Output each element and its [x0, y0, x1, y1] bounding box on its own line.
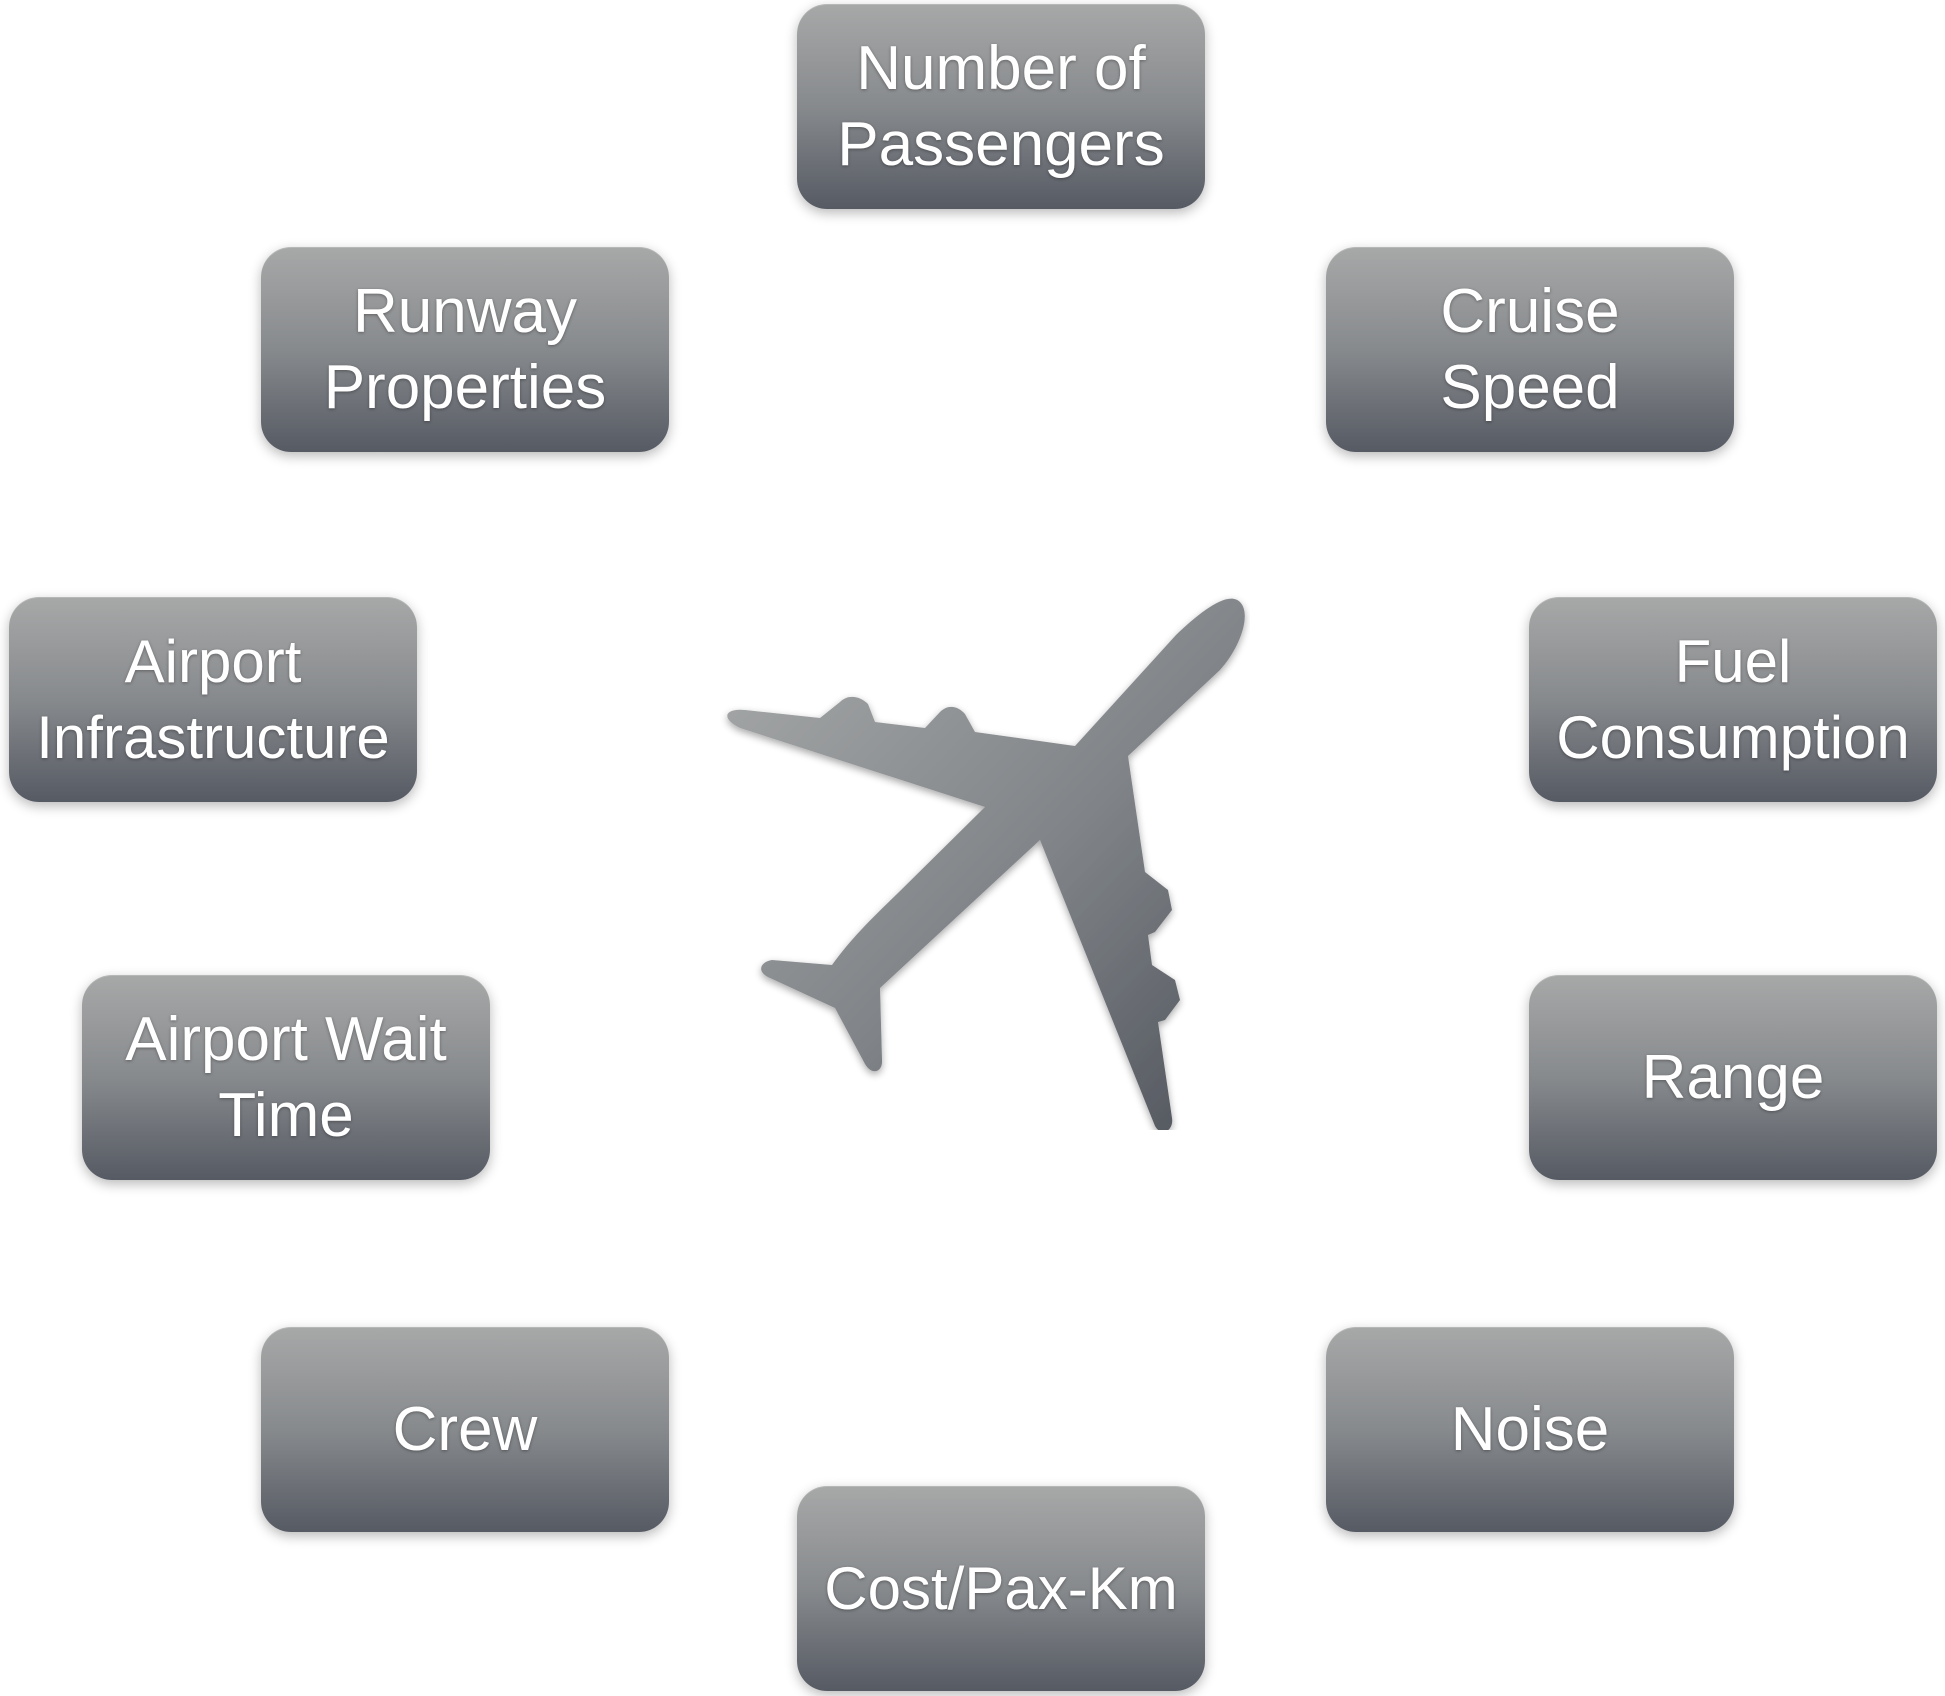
node-label: Crew [392, 1394, 538, 1464]
node-label: Cruise Speed [1440, 276, 1620, 422]
node-label: Fuel Consumption [1556, 627, 1910, 771]
node-number-of-passengers: Number of Passengers [797, 4, 1205, 209]
node-cost-per-pax-km: Cost/Pax-Km [797, 1486, 1205, 1691]
node-label: Range [1641, 1042, 1825, 1112]
node-fuel-consumption: Fuel Consumption [1529, 597, 1937, 802]
airplane-icon [727, 598, 1245, 1130]
node-crew: Crew [261, 1327, 669, 1532]
node-label: Airport Wait Time [125, 1004, 447, 1150]
node-airport-wait-time: Airport Wait Time [82, 975, 490, 1180]
node-cruise-speed: Cruise Speed [1326, 247, 1734, 452]
node-noise: Noise [1326, 1327, 1734, 1532]
node-label: Cost/Pax-Km [824, 1554, 1178, 1622]
node-airport-infrastructure: Airport Infrastructure [9, 597, 417, 802]
node-label: Noise [1450, 1394, 1610, 1464]
node-range: Range [1529, 975, 1937, 1180]
node-label: Runway Properties [323, 276, 607, 422]
node-label: Airport Infrastructure [36, 627, 390, 771]
node-label: Number of Passengers [837, 33, 1165, 179]
node-runway-properties: Runway Properties [261, 247, 669, 452]
